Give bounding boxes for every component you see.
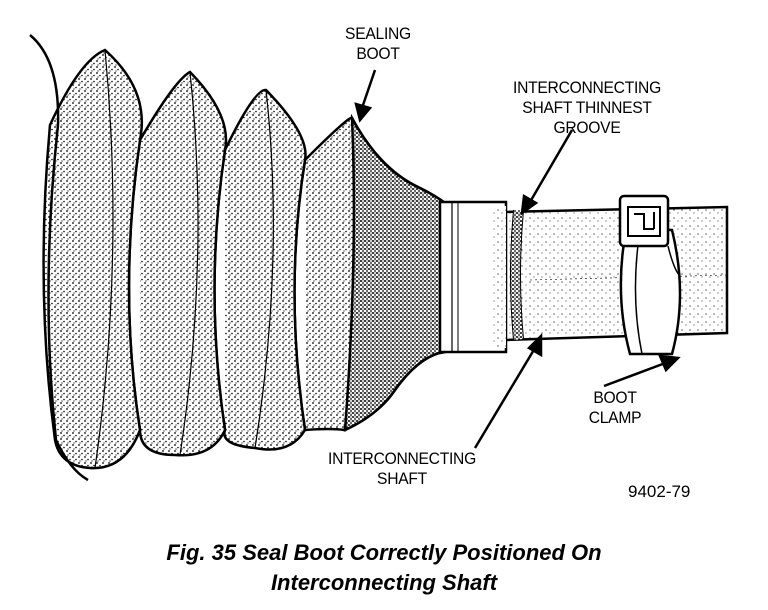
interconnecting-shaft-label: INTERCONNECTING SHAFT xyxy=(292,449,513,489)
sealing-boot-label: SEALING BOOT xyxy=(323,24,433,64)
sealing-boot-arrowhead xyxy=(354,102,373,123)
boot-clamp-label-line-1: BOOT xyxy=(593,388,637,407)
boot-clamp xyxy=(618,194,682,356)
boot-clamp-label: BOOT CLAMP xyxy=(564,388,665,428)
clamp-arrow xyxy=(603,360,669,388)
shaft-arrowhead xyxy=(526,332,543,358)
boot-clamp-label-line-2: CLAMP xyxy=(588,408,642,427)
shaft-arrow xyxy=(473,347,537,449)
shaft-label-line-2: SHAFT xyxy=(377,469,427,488)
caption-line-1: Fig. 35 Seal Boot Correctly Positioned O… xyxy=(166,540,602,565)
groove-label: INTERCONNECTING SHAFT THINNEST GROOVE xyxy=(481,78,693,138)
groove-arrowhead xyxy=(520,193,539,216)
caption-line-2: Interconnecting Shaft xyxy=(270,570,498,595)
groove-label-line-2: SHAFT THINNEST xyxy=(522,98,652,117)
shaft-label-line-1: INTERCONNECTING xyxy=(328,449,476,468)
shaft-thinnest-groove xyxy=(510,209,524,341)
leader-lines xyxy=(354,69,681,449)
sealing-boot xyxy=(29,34,508,482)
groove-label-line-1: INTERCONNECTING xyxy=(513,78,661,97)
groove-label-line-3: GROOVE xyxy=(553,118,621,137)
figure-caption: Fig. 35 Seal Boot Correctly Positioned O… xyxy=(0,538,768,598)
clamp-arrowhead xyxy=(658,354,681,373)
sealing-boot-label-line-2: BOOT xyxy=(356,44,400,63)
sealing-boot-label-line-1: SEALING xyxy=(345,24,411,43)
sealing-boot-arrow xyxy=(360,69,377,109)
figure-number: 9402-79 xyxy=(628,482,691,501)
interconnecting-shaft xyxy=(503,205,729,342)
groove-arrow xyxy=(528,129,574,203)
